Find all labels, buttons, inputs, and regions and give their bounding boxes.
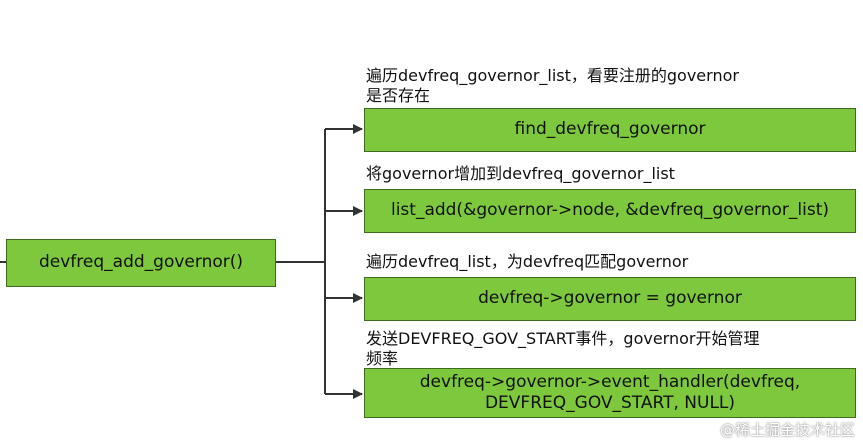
step-2-label: list_add(&governor->node, &devfreq_gover…	[390, 200, 830, 221]
root-function-label: devfreq_add_governor()	[39, 252, 243, 273]
step-1-label: find_devfreq_governor	[514, 119, 706, 140]
step-1-box: find_devfreq_governor	[364, 108, 856, 152]
step-3-note: 遍历devfreq_list，为devfreq匹配governor	[366, 252, 689, 271]
step-3-label: devfreq->governor = governor	[478, 288, 742, 309]
step-4-label: devfreq->governor->event_handler(devfreq…	[419, 371, 801, 413]
watermark: @稀土掘金技术社区	[719, 421, 855, 439]
step-1-note: 遍历devfreq_governor_list，看要注册的governor 是否…	[366, 66, 739, 105]
step-4-box: devfreq->governor->event_handler(devfreq…	[364, 368, 856, 418]
step-2-box: list_add(&governor->node, &devfreq_gover…	[364, 189, 856, 233]
step-4-note: 发送DEVFREQ_GOV_START事件，governor开始管理 频率	[366, 329, 760, 368]
step-2-note: 将governor增加到devfreq_governor_list	[366, 164, 675, 183]
step-3-box: devfreq->governor = governor	[364, 277, 856, 321]
root-function-box: devfreq_add_governor()	[6, 239, 276, 287]
